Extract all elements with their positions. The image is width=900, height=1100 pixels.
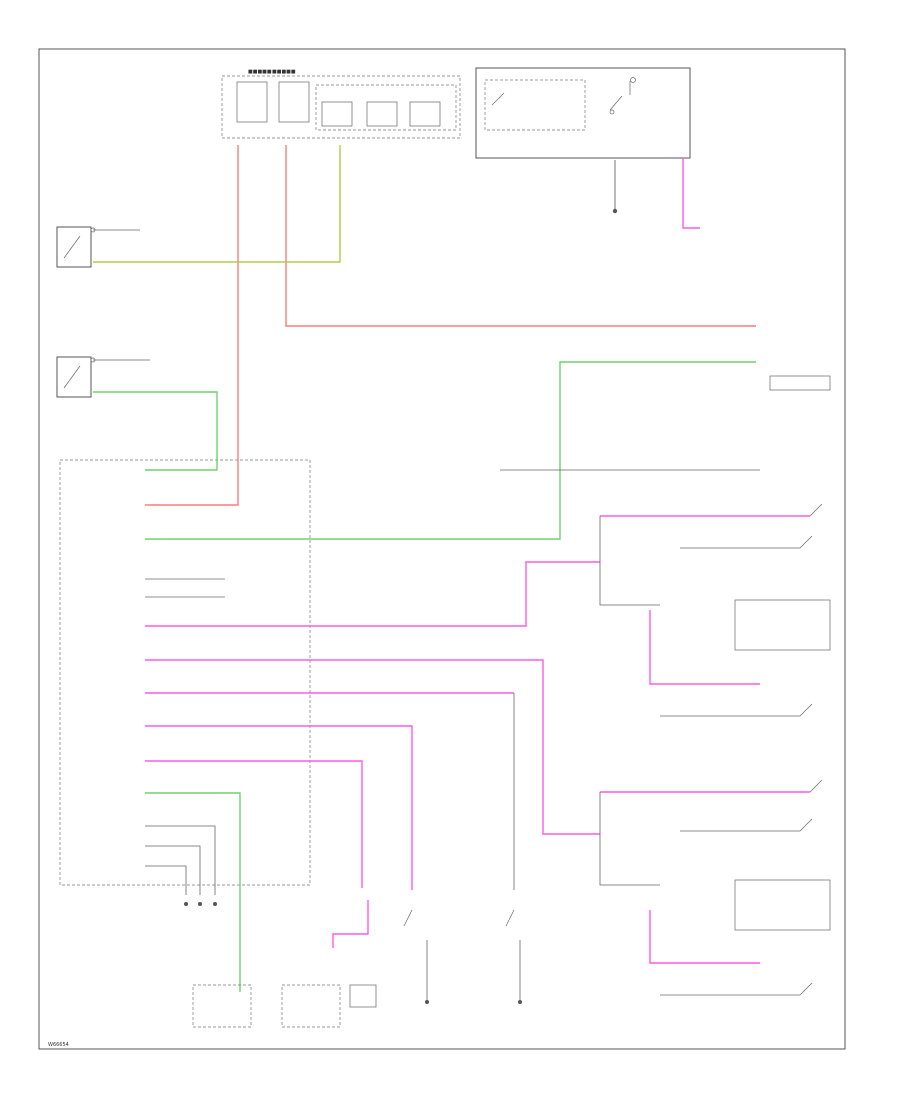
- svg-text:■■■■■: ■■■■■: [248, 69, 272, 75]
- ignition-switch-box: [475, 67, 691, 159]
- black-wires: [93, 229, 800, 1000]
- seat-switch-module: [281, 984, 341, 1028]
- ground-symbols: [184, 902, 522, 1004]
- module-connector-small: [349, 984, 377, 1008]
- red-wires: [145, 145, 756, 506]
- ground-symbol-g200: [612, 160, 618, 214]
- green-wires: [93, 361, 756, 992]
- switch-symbols: [403, 503, 823, 996]
- connector-block-upper: [734, 599, 831, 651]
- seat-position-module: [192, 984, 252, 1028]
- yellow-green-wire: [93, 145, 341, 263]
- svg-text:■■■■■: ■■■■■: [272, 69, 296, 75]
- ambient-air-sensor: [56, 226, 96, 268]
- module-rectangle: [769, 375, 831, 391]
- driver-seat-belt-sensor: [56, 356, 96, 398]
- diagram-frame: [38, 48, 846, 1050]
- instrument-cluster-box: [59, 459, 311, 886]
- fuse-junction-box: ■■■■■ ■■■■■: [221, 69, 461, 139]
- magenta-wires: [145, 158, 810, 964]
- footer-code: W66654: [48, 1042, 69, 1048]
- connector-block-lower: [734, 879, 831, 931]
